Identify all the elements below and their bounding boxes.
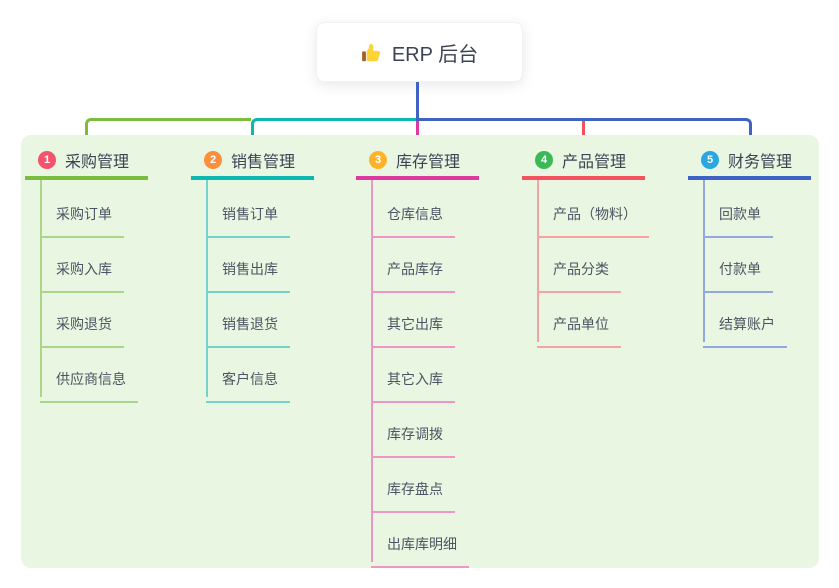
- branch-children-line: [703, 180, 705, 342]
- branch-label: 库存管理: [396, 154, 461, 171]
- child-node[interactable]: 库存盘点: [371, 479, 455, 513]
- child-node[interactable]: 产品库存: [371, 259, 455, 293]
- child-node[interactable]: 其它出库: [371, 314, 455, 348]
- branch-node-5[interactable]: 5 财务管理: [688, 144, 811, 180]
- child-node[interactable]: 客户信息: [206, 369, 290, 403]
- branch-node-1[interactable]: 1 采购管理: [25, 144, 148, 180]
- child-node[interactable]: 销售订单: [206, 204, 290, 238]
- child-node[interactable]: 采购入库: [40, 259, 124, 293]
- branch-node-2[interactable]: 2 销售管理: [191, 144, 314, 180]
- child-node[interactable]: 采购订单: [40, 204, 124, 238]
- branches-panel: [21, 135, 819, 568]
- child-node[interactable]: 产品（物料）: [537, 204, 649, 238]
- root-node[interactable]: ERP 后台: [316, 22, 523, 82]
- branch-badge-2: 2: [204, 151, 222, 169]
- connector-branch-5: [416, 118, 752, 144]
- child-node[interactable]: 销售出库: [206, 259, 290, 293]
- child-node[interactable]: 仓库信息: [371, 204, 455, 238]
- branch-label: 财务管理: [728, 154, 793, 171]
- branch-badge-5: 5: [701, 151, 719, 169]
- connector-root: [416, 82, 419, 121]
- branch-label: 销售管理: [231, 154, 296, 171]
- branch-children-line: [537, 180, 539, 342]
- branch-node-3[interactable]: 3 库存管理: [356, 144, 479, 180]
- child-node[interactable]: 其它入库: [371, 369, 455, 403]
- child-node[interactable]: 产品分类: [537, 259, 621, 293]
- connector-branch-4: [582, 121, 585, 144]
- branch-children-line: [206, 180, 208, 397]
- connector-branch-2: [251, 118, 419, 144]
- branch-label: 产品管理: [562, 154, 627, 171]
- branch-badge-3: 3: [369, 151, 387, 169]
- branch-label: 采购管理: [65, 154, 130, 171]
- child-node[interactable]: 出库库明细: [371, 534, 469, 568]
- child-node[interactable]: 产品单位: [537, 314, 621, 348]
- connector-branch-1: [85, 118, 251, 144]
- root-node-label: ERP 后台: [391, 43, 479, 66]
- branch-badge-1: 1: [38, 151, 56, 169]
- child-node[interactable]: 供应商信息: [40, 369, 138, 403]
- branch-node-4[interactable]: 4 产品管理: [522, 144, 645, 180]
- child-node[interactable]: 付款单: [703, 259, 773, 293]
- child-node[interactable]: 库存调拨: [371, 424, 455, 458]
- child-node[interactable]: 销售退货: [206, 314, 290, 348]
- branch-children-line: [40, 180, 42, 397]
- child-node[interactable]: 结算账户: [703, 314, 787, 348]
- connector-branch-3: [416, 121, 419, 144]
- child-node[interactable]: 回款单: [703, 204, 773, 238]
- child-node[interactable]: 采购退货: [40, 314, 124, 348]
- branch-children-line: [371, 180, 373, 562]
- thumbs-up-icon: [361, 43, 380, 62]
- branch-badge-4: 4: [535, 151, 553, 169]
